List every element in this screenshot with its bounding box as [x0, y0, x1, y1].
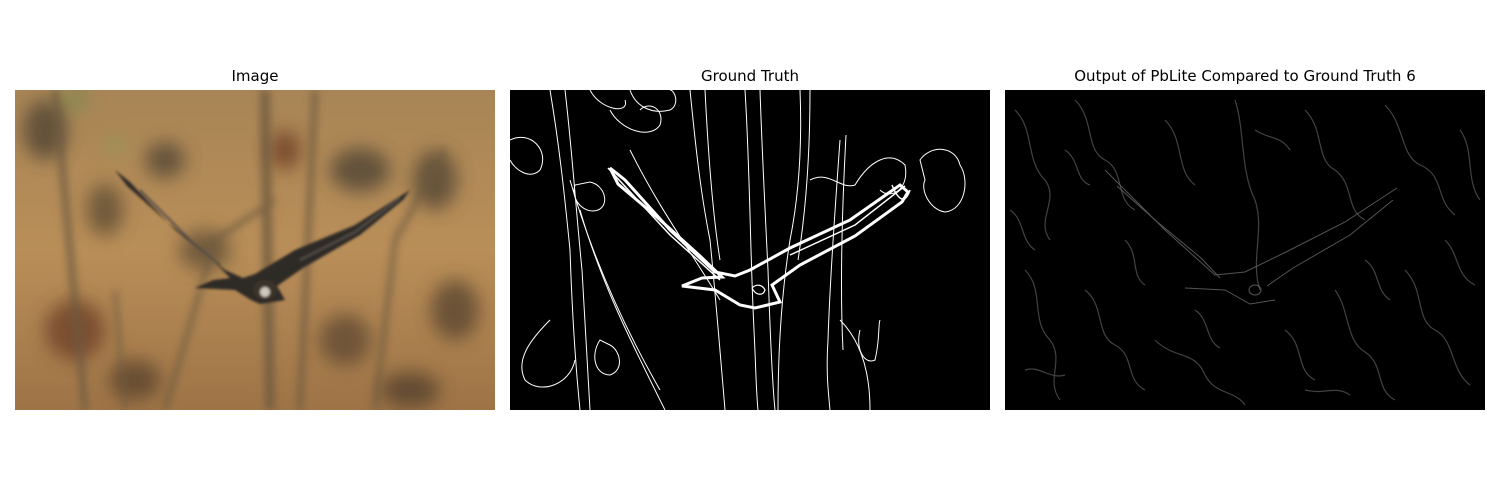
- ground-truth-svg: [510, 90, 990, 410]
- photo-svg: [15, 90, 495, 410]
- photo-hawk-in-flight: [15, 90, 495, 410]
- panel-title: Output of PbLite Compared to Ground Trut…: [1074, 67, 1416, 85]
- ground-truth-edge-map: [510, 90, 990, 410]
- pblite-svg: [1005, 90, 1485, 410]
- panel-image: Image: [15, 66, 495, 410]
- pblite-edge-map: [1005, 90, 1485, 410]
- panel-ground-truth: Ground Truth: [510, 66, 990, 410]
- panel-title: Image: [231, 67, 279, 85]
- panel-title: Ground Truth: [701, 67, 799, 85]
- panel-pblite-output: Output of PbLite Compared to Ground Trut…: [1005, 66, 1485, 410]
